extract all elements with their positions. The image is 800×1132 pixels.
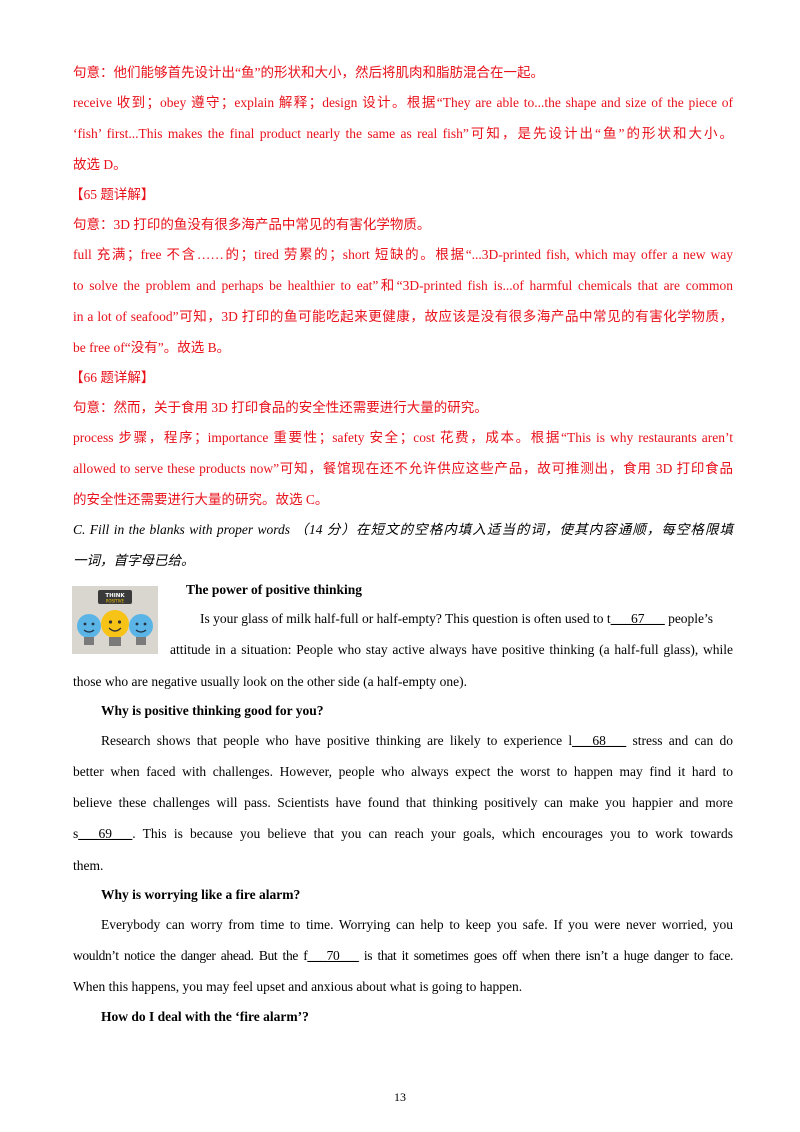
- q66-meaning: 句意：然而，关于食用 3D 打印食品的安全性还需要进行大量的研究。: [73, 400, 488, 415]
- passage-p2-line1: Research shows that people who have posi…: [101, 732, 733, 750]
- q66-analysis-line2: allowed to serve these products now”可知，餐…: [73, 461, 733, 476]
- passage-p2-line2: better when faced with challenges. Howev…: [73, 764, 733, 779]
- yellow-bulb-center: [101, 610, 129, 646]
- q66-analysis-line1: process 步骤，程序；importance 重要性；safety 安全；c…: [73, 430, 733, 445]
- q65-header: 【65 题详解】: [70, 187, 155, 202]
- p3-line2-text-b: is that it sometimes goes off when there…: [358, 948, 733, 963]
- p3-line2-text-a: wouldn’t notice the danger ahead. But th…: [73, 948, 308, 963]
- q64-answer: 故选 D。: [73, 157, 127, 172]
- blank-67: ___67___: [610, 611, 665, 626]
- p2-line4-text-a: s: [73, 826, 79, 841]
- passage-p2-line5: them.: [73, 858, 104, 873]
- q64-meaning: 句意：他们能够首先设计出“鱼”的形状和大小，然后将肌肉和脂肪混合在一起。: [73, 65, 544, 80]
- p2-line4-text-b: . This is because you believe that you c…: [132, 826, 733, 841]
- q64-analysis-line1: receive 收到；obey 遵守；explain 解释；design 设计。…: [73, 95, 733, 110]
- passage-p3-line1: Everybody can worry from time to time. W…: [101, 917, 733, 932]
- lightbulbs-think-positive-icon: THINK POSITIVE: [72, 586, 158, 654]
- heading-deal-with-alarm: How do I deal with the ‘fire alarm’?: [101, 1009, 309, 1024]
- q65-analysis-line2: to solve the problem and perhaps be heal…: [73, 278, 733, 293]
- blank-69: ___69___: [78, 826, 133, 841]
- passage-p3-line2: wouldn’t notice the danger ahead. But th…: [73, 947, 733, 965]
- q65-meaning: 句意：3D 打印的鱼没有很多海产品中常见的有害化学物质。: [73, 217, 431, 232]
- heading-fire-alarm: Why is worrying like a fire alarm?: [101, 887, 301, 902]
- section-c-instruction-line1: C. Fill in the blanks with proper words …: [73, 522, 733, 537]
- q65-analysis-line1: full 充满；free 不含……的；tired 劳累的；short 短缺的。根…: [73, 247, 733, 262]
- passage-p3-line3: When this happens, you may feel upset an…: [73, 979, 523, 994]
- blank-68: ___68___: [572, 733, 627, 748]
- passage-p1-line3: those who are negative usually look on t…: [73, 674, 468, 689]
- q65-analysis-line4: be free of“没有”。故选 B。: [73, 340, 231, 355]
- p1-line1-text-b: people’s: [664, 611, 714, 626]
- page-number: 13: [394, 1090, 406, 1104]
- passage-p1-line2: attitude in a situation: People who stay…: [170, 642, 733, 657]
- sign-line-1: THINK: [105, 593, 125, 599]
- blue-bulb-right: [129, 614, 153, 645]
- p2-line1-text-a: Research shows that people who have posi…: [101, 733, 573, 748]
- blue-bulb-left: [77, 614, 101, 645]
- section-c-instruction-line2: 一词，首字母已给。: [73, 553, 195, 568]
- passage-p1-line1: Is your glass of milk half-full or half-…: [200, 610, 733, 628]
- q64-analysis-line2: ‘fish’ first...This makes the final prod…: [73, 126, 733, 141]
- passage-title: The power of positive thinking: [186, 582, 363, 597]
- p1-line1-text-a: Is your glass of milk half-full or half-…: [200, 611, 611, 626]
- passage-p2-line3: believe these challenges will pass. Scie…: [73, 795, 733, 810]
- q65-analysis-line3: in a lot of seafood”可知，3D 打印的鱼可能吃起来更健康，故…: [73, 309, 733, 324]
- sign-line-2: POSITIVE: [106, 599, 125, 604]
- blank-70: ___70___: [307, 948, 359, 963]
- heading-positive-thinking: Why is positive thinking good for you?: [101, 703, 324, 718]
- q66-analysis-line3: 的安全性还需要进行大量的研究。故选 C。: [73, 492, 329, 507]
- q66-header: 【66 题详解】: [70, 370, 155, 385]
- p2-line1-text-b: stress and can do: [626, 733, 733, 748]
- passage-p2-line4: s___69___. This is because you believe t…: [73, 825, 733, 843]
